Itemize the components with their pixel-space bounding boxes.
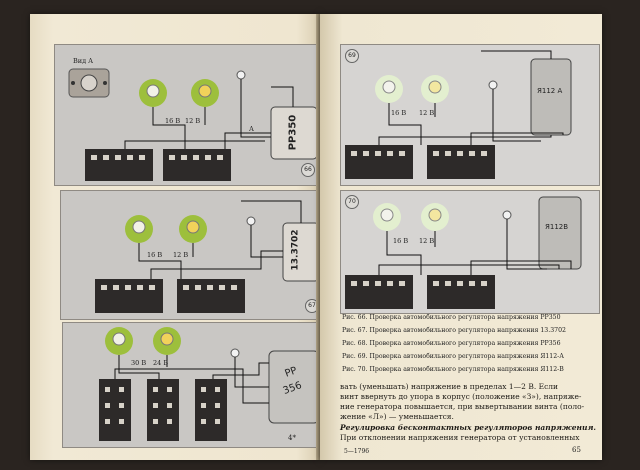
figure-69-panel: 69 16 В 12 В Я112 А bbox=[340, 44, 600, 186]
pointer-a-label: А bbox=[249, 125, 254, 133]
caption-fig67: Рис. 67. Проверка автомобильного регулят… bbox=[342, 327, 566, 334]
fig68-voltage-24: 24 В bbox=[153, 359, 169, 367]
caption-fig69: Рис. 69. Проверка автомобильного регулят… bbox=[342, 353, 564, 360]
figure-66-diagram bbox=[68, 68, 318, 181]
fig69-voltage-16: 16 В bbox=[391, 109, 407, 117]
figure-70-diagram bbox=[345, 196, 582, 309]
fig70-voltage-16: 16 В bbox=[393, 237, 409, 245]
body-line-4: жение «Л») — уменьшается. bbox=[340, 412, 454, 421]
figure-70-panel: 70 16 В 12 В Я112В bbox=[340, 190, 600, 314]
fig67-voltage-12: 12 В bbox=[173, 251, 189, 259]
footer-signature: 5—1796 bbox=[344, 448, 370, 455]
caption-fig66: Рис. 66. Проверка автомобильного регулят… bbox=[342, 314, 561, 321]
regulator-133702-label: 13.3702 bbox=[290, 229, 301, 271]
page-number: 65 bbox=[572, 446, 581, 454]
section-heading: Регулировка бесконтактных регуляторов на… bbox=[340, 423, 597, 432]
fig70-voltage-12: 12 В bbox=[419, 237, 435, 245]
figure-68-panel: 30 В 24 В РР 356 bbox=[62, 322, 326, 448]
figure-70-number: 70 bbox=[345, 195, 359, 209]
body-line-1: вать (уменьшать) напряжение в пределах 1… bbox=[340, 382, 559, 391]
figure-67-panel: 16 В 12 В 13.3702 67 bbox=[60, 190, 324, 320]
figure-68-diagram bbox=[99, 327, 320, 441]
body-line-3: ние генератора повышается, при вывертыва… bbox=[340, 402, 585, 411]
figure-69-number: 69 bbox=[345, 49, 359, 63]
right-page: 69 16 В 12 В Я112 А bbox=[320, 14, 602, 460]
fig68-voltage-30: 30 В bbox=[131, 359, 147, 367]
regulator-ya112a-label: Я112 А bbox=[537, 87, 563, 95]
regulator-rr350-label: РР350 bbox=[287, 114, 299, 151]
figure-69-diagram bbox=[345, 50, 572, 179]
fig69-voltage-12: 12 В bbox=[419, 109, 435, 117]
body-line-5: При отклонении напряжения генератора от … bbox=[340, 433, 580, 442]
figure-67-diagram bbox=[95, 200, 320, 313]
left-page: Вид А 16 В 12 В А РР350 66 bbox=[30, 14, 326, 460]
view-a-label: Вид А bbox=[73, 57, 94, 65]
caption-fig68: Рис. 68. Проверка автомобильного регулят… bbox=[342, 340, 561, 347]
voltage-16-label: 16 В bbox=[165, 117, 181, 125]
figure-66-panel: Вид А 16 В 12 В А РР350 66 bbox=[54, 44, 322, 186]
figure-66-number: 66 bbox=[301, 163, 315, 177]
left-page-mark: 4* bbox=[288, 434, 296, 442]
regulator-ya112v-label: Я112В bbox=[545, 223, 569, 231]
body-line-2: винт ввернуть до упора в корпус (положен… bbox=[340, 392, 582, 401]
voltage-12-label: 12 В bbox=[185, 117, 201, 125]
fig67-voltage-16: 16 В bbox=[147, 251, 163, 259]
caption-fig70: Рис. 70. Проверка автомобильного регулят… bbox=[342, 366, 564, 373]
